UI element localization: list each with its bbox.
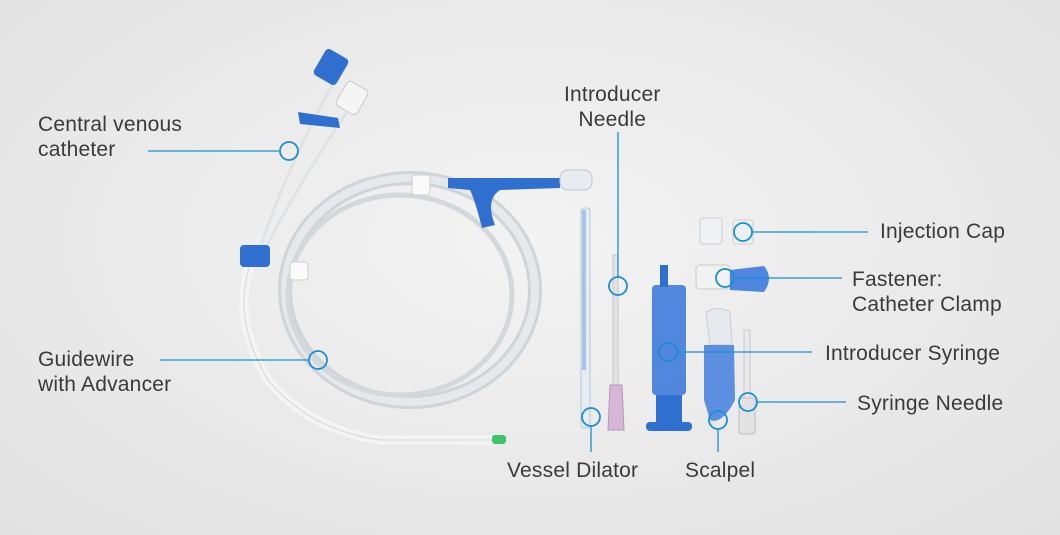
introducer-needle [607, 254, 625, 431]
callout-ring-syringe-needle [738, 392, 758, 412]
guidewire-clip [411, 174, 431, 196]
introducer-syringe [646, 265, 692, 431]
label-injection-cap: Injection Cap [880, 220, 1006, 243]
callout-ring-central-venous-catheter [279, 141, 299, 161]
label-fastener-catheter-clamp: Fastener: Catheter Clamp [852, 267, 1002, 317]
label-scalpel: Scalpel [685, 459, 756, 482]
label-vessel-dilator: Vessel Dilator [507, 459, 639, 482]
callout-ring-guidewire [308, 350, 328, 370]
label-line: with Advancer [38, 373, 172, 396]
scalpel [704, 308, 735, 421]
label-line: catheter [38, 138, 116, 161]
callout-ring-catheter-clamp [715, 268, 735, 288]
label-introducer-needle: Introducer Needle [564, 82, 661, 132]
label-guidewire-with-advancer: Guidewire with Advancer [38, 347, 171, 397]
label-syringe-needle: Syringe Needle [857, 392, 1004, 415]
label-central-venous-catheter: Central venous catheter [38, 112, 182, 162]
label-line: Introducer [564, 83, 661, 106]
label-line: Needle [578, 108, 647, 131]
label-introducer-syringe: Introducer Syringe [825, 342, 1001, 365]
label-line: Central venous [38, 113, 183, 136]
callout-ring-vessel-dilator [581, 407, 601, 427]
advancer [448, 169, 593, 228]
syringe-needle [738, 329, 756, 435]
label-line: Guidewire [38, 348, 135, 371]
central-venous-catheter [239, 48, 506, 445]
callouts [148, 132, 868, 452]
callout-ring-scalpel [708, 410, 728, 430]
catheter-clamp [695, 264, 769, 292]
guidewire-clip [289, 261, 309, 281]
vessel-dilator [580, 207, 591, 429]
callout-ring-introducer-needle [608, 276, 628, 296]
guidewire-coil [278, 171, 542, 409]
callout-ring-injection-cap [733, 222, 753, 242]
label-line: Fastener: [852, 268, 943, 291]
callout-ring-introducer-syringe [658, 342, 678, 362]
label-line: Catheter Clamp [852, 293, 1002, 316]
